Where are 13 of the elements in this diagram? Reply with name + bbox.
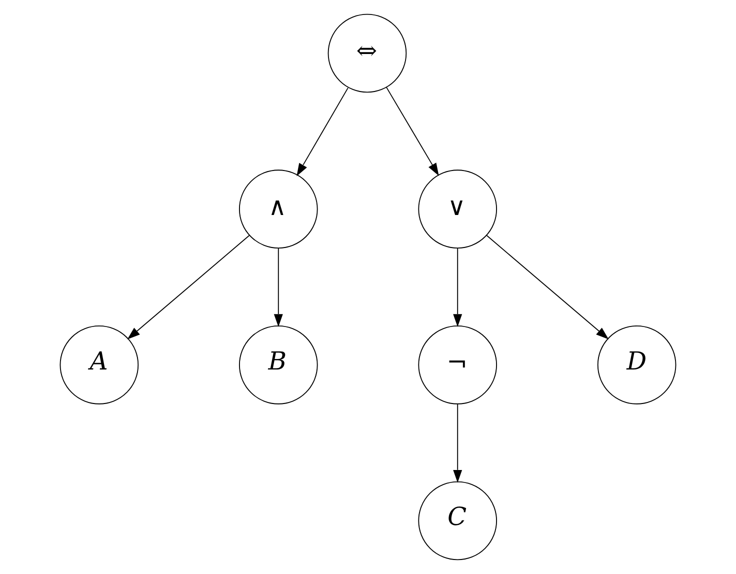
node-circle: ⇔ <box>328 14 407 93</box>
arrow <box>296 87 348 176</box>
arrow <box>386 86 439 176</box>
arrow <box>453 404 462 483</box>
node-circle: ∧ <box>238 170 318 248</box>
node-circle: C <box>418 481 498 560</box>
arrow <box>274 248 283 327</box>
node-circle: B <box>238 326 318 404</box>
node-circle: ¬ <box>418 326 498 404</box>
arrow <box>127 235 250 340</box>
node-circle: ∨ <box>418 170 498 248</box>
arrow <box>486 235 609 340</box>
arrow <box>453 248 462 327</box>
